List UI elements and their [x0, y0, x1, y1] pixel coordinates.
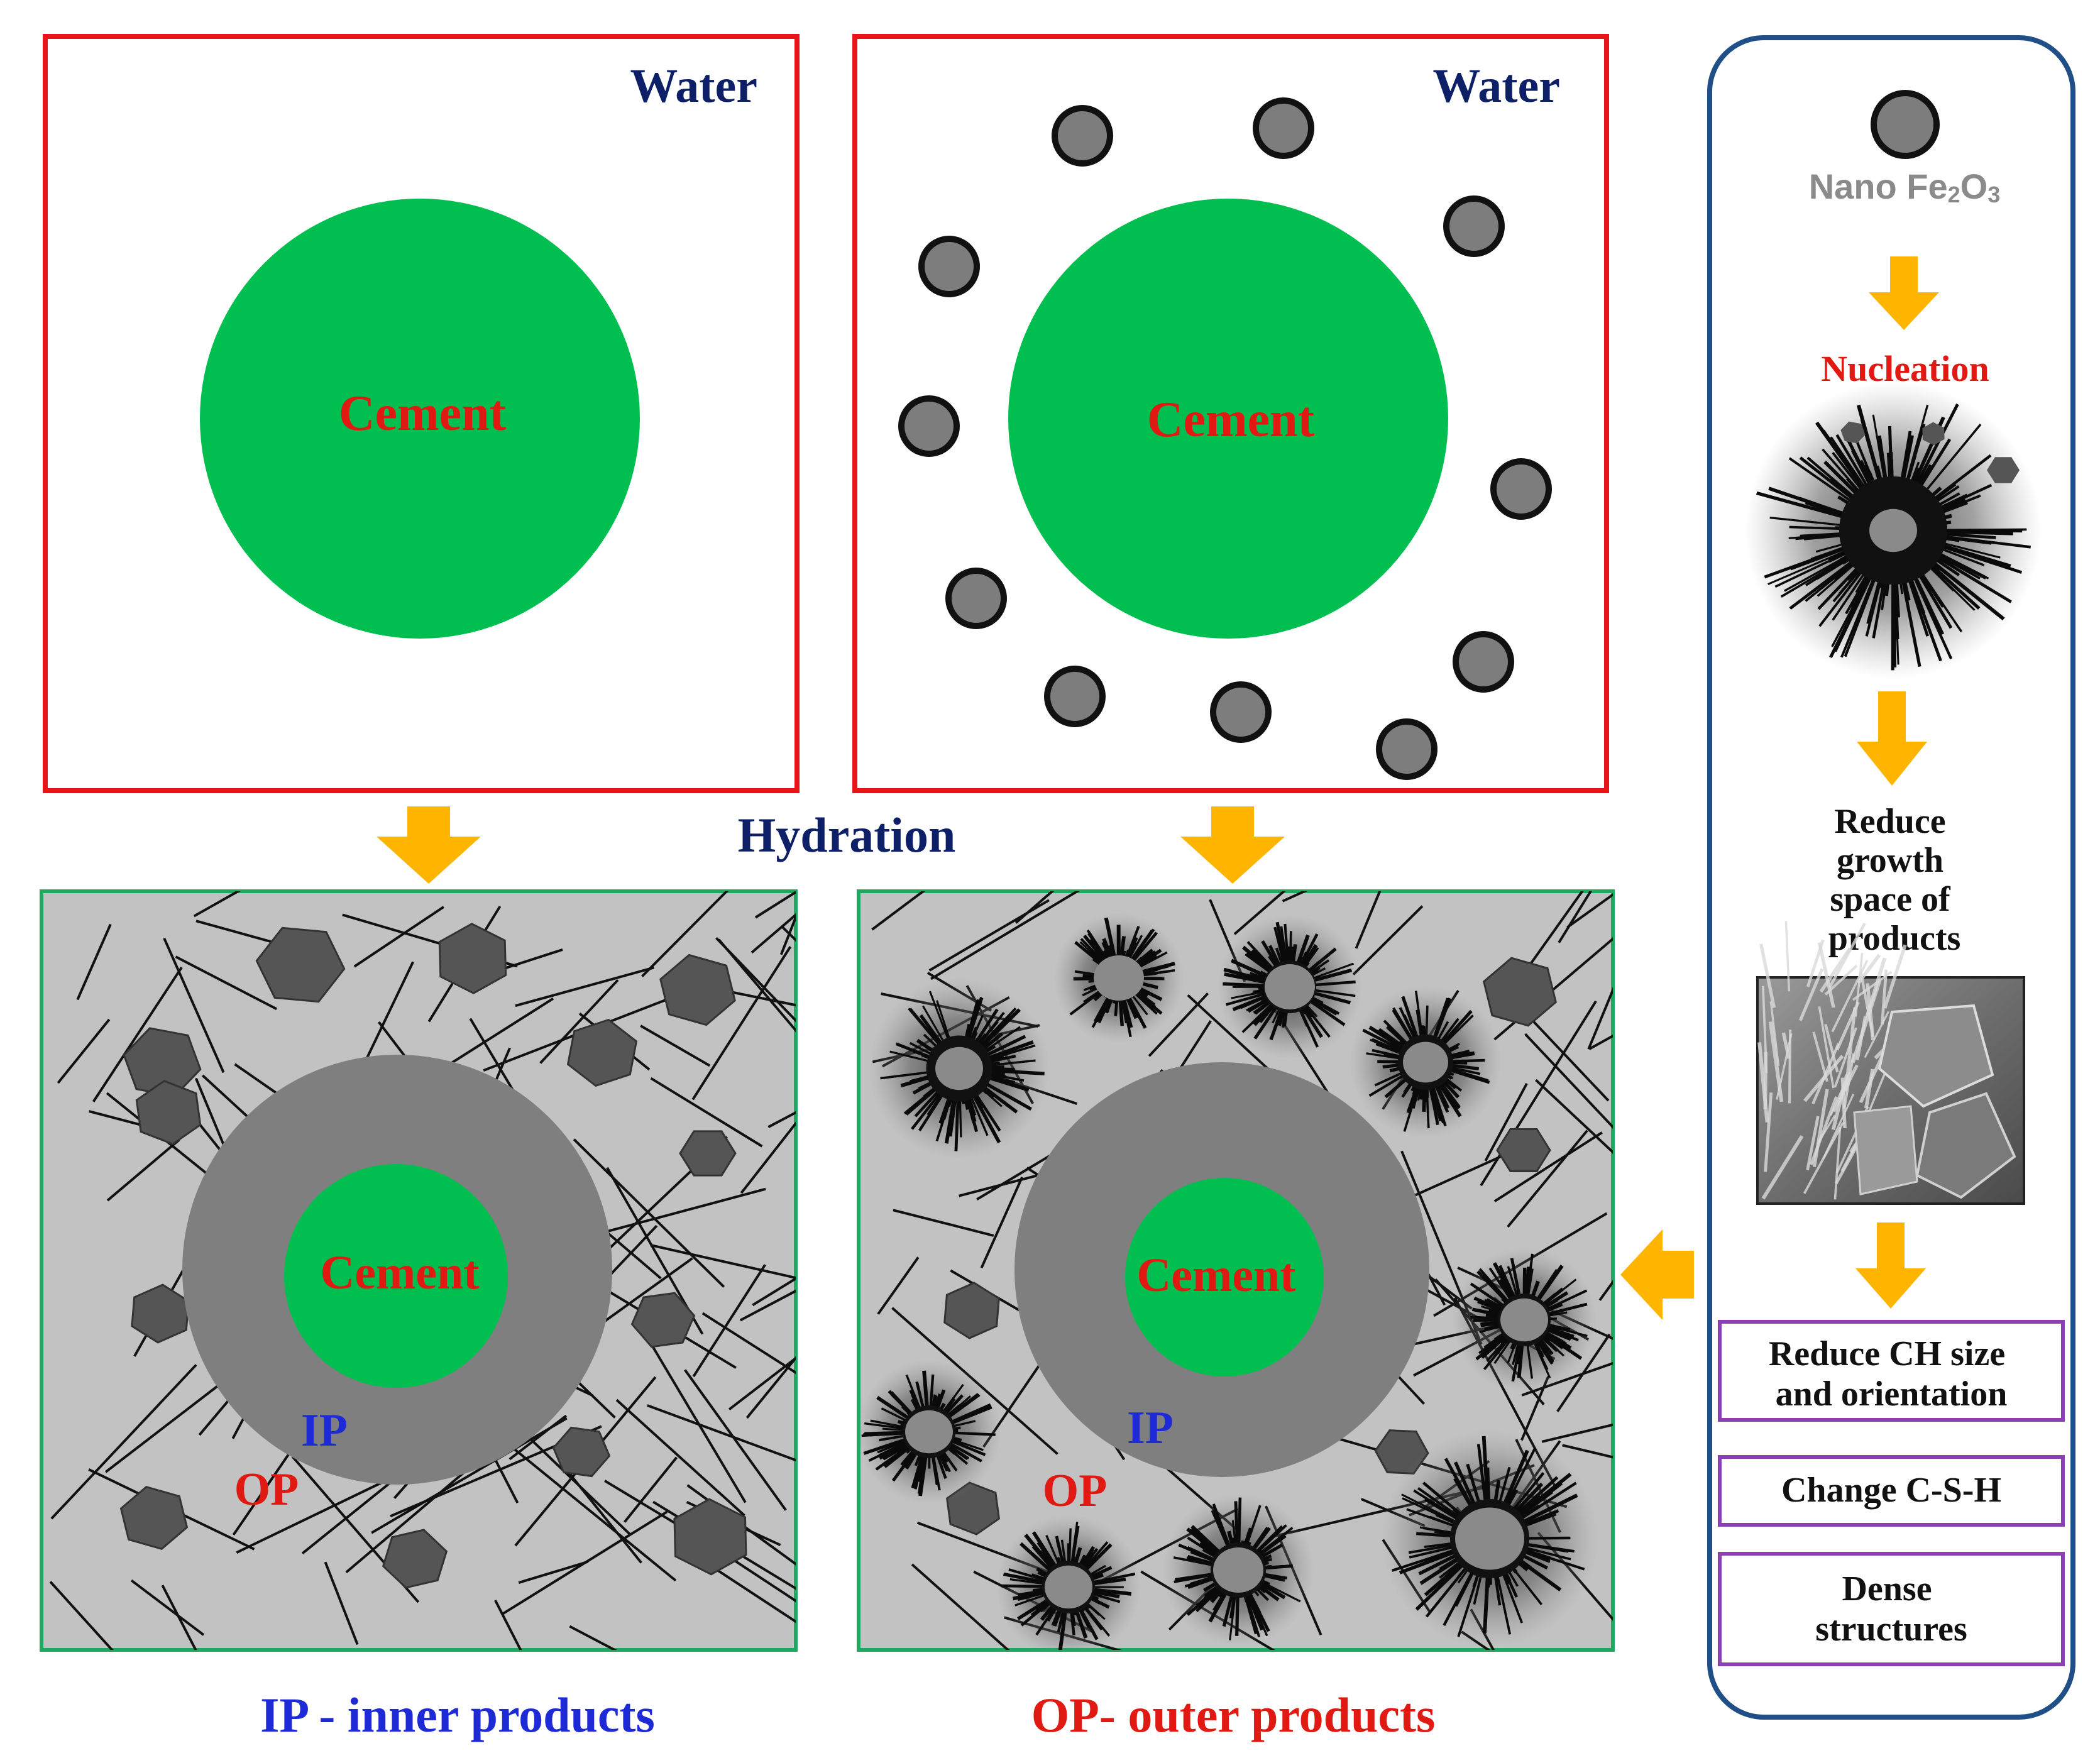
ip-label: IP [301, 1405, 348, 1456]
nano-o: O [1960, 167, 1988, 206]
reduce-growth-line-2: growth [1837, 841, 1943, 880]
effect-dense-line-1: Dense [1842, 1569, 1932, 1608]
reduce-growth-line-3: space of [1830, 880, 1951, 919]
water-label: Water [1432, 60, 1560, 113]
nano-core [1094, 955, 1144, 1001]
sem-needle [1789, 1030, 1790, 1103]
panel-bottom-left: Cement IP OP [41, 815, 937, 1723]
panel-top-right: Water Cement [855, 36, 1607, 791]
nano-core [1869, 509, 1917, 552]
mechanism-sidebar: Nano Fe2O3 Nucleation Reduce growth spac… [1710, 38, 2073, 1717]
nano-core [1500, 1299, 1548, 1341]
effect-dense-line-2: structures [1815, 1610, 1967, 1649]
nano-fe2o3-particle [1456, 634, 1511, 689]
nano-fe2o3-particle [948, 571, 1004, 626]
nano-core [1213, 1547, 1263, 1593]
reduce-growth-line-1: Reduce [1834, 802, 1945, 841]
nano-core [905, 1410, 953, 1453]
effect-ch-line-2: and orientation [1776, 1375, 2008, 1414]
effect-csh-text: Change C-S-H [1781, 1471, 2001, 1510]
op-label: OP [234, 1464, 299, 1515]
nano-fe2o3-particle [1047, 669, 1102, 724]
nano-fe2o3-particle [1213, 684, 1268, 740]
nano-core [1045, 1566, 1092, 1608]
arrow-down-right [1180, 806, 1285, 884]
nano-fe2o3-particle [921, 239, 977, 294]
arrow-left [1620, 1229, 1694, 1320]
legend-op-text: - outer products [1099, 1688, 1435, 1742]
ip-label: IP [1127, 1402, 1174, 1454]
legend-outer-products: OP- outer products [1031, 1688, 1436, 1742]
legend-inner-products: IP - inner products [260, 1688, 655, 1742]
legend-op-abbr: OP [1031, 1688, 1099, 1742]
nano-core [1455, 1508, 1524, 1570]
nano-fe2o3-particle [1493, 461, 1549, 517]
panel-top-left: Water Cement [45, 36, 797, 791]
nano-fe2o3-particle [1379, 722, 1434, 777]
nano-prefix: Nano Fe [1809, 167, 1948, 206]
arrow-down-left [377, 806, 481, 884]
nano-fe2o3-particle [1874, 93, 1937, 156]
sem-plate [1854, 1106, 1917, 1194]
nano-core [935, 1047, 983, 1090]
nano-core [1265, 964, 1315, 1009]
nano-fe2o3-label: Nano Fe2O3 [1809, 167, 2001, 207]
cement-label: Cement [339, 386, 507, 441]
nano-sub-3: 3 [1987, 182, 2000, 207]
sem-needle [1765, 1052, 1766, 1109]
nano-fe2o3-particle [1256, 101, 1311, 156]
reduce-growth-text: Reduce growth space of products [1828, 802, 1961, 958]
cement-label: Cement [1136, 1249, 1295, 1302]
nano-core [1403, 1042, 1448, 1083]
cement-label: Cement [1147, 392, 1315, 448]
legend-ip-abbr: IP [260, 1688, 308, 1742]
nucleation-burst-icon [1745, 382, 2042, 679]
legend-ip-text: - inner products [307, 1688, 655, 1742]
cement-label: Cement [320, 1246, 479, 1299]
nano-fe2o3-particle [901, 398, 957, 454]
water-label: Water [630, 60, 757, 113]
nano-fe2o3-particle [1055, 108, 1110, 163]
op-label: OP [1043, 1465, 1108, 1517]
hydration-label: Hydration [738, 808, 956, 862]
effect-ch-line-1: Reduce CH size [1769, 1334, 2005, 1373]
nano-fe2o3-particle [1446, 199, 1502, 254]
panel-bottom-right: Cement IP OP [857, 815, 1718, 1755]
nano-sub-2: 2 [1948, 182, 1960, 207]
